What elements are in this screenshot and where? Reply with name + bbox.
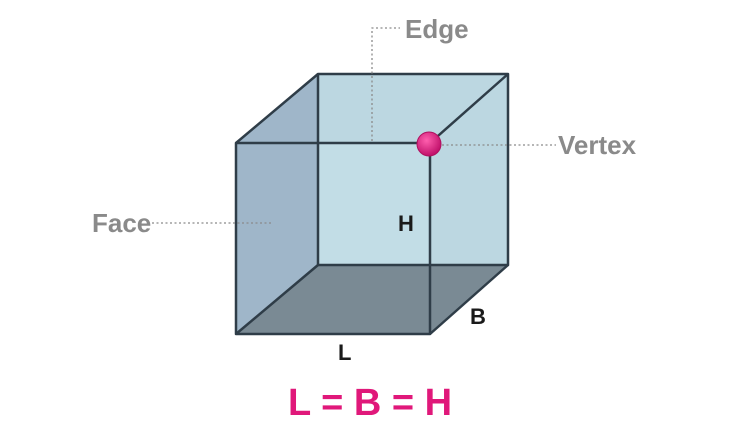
equality-formula: L = B = H <box>288 382 452 424</box>
breadth-label: B <box>470 304 486 329</box>
bottom-face <box>236 265 508 334</box>
cube-edges <box>234 72 510 336</box>
vertex-marker <box>416 131 442 157</box>
face-label: Face <box>92 208 151 238</box>
edge-top-left <box>235 73 319 144</box>
leader-lines <box>152 27 556 224</box>
cube-faces <box>236 74 508 334</box>
height-label: H <box>398 211 414 236</box>
length-label: L <box>338 340 351 365</box>
edge-bottom-right <box>429 264 509 335</box>
edge-leader-line <box>371 27 400 141</box>
edge-label: Edge <box>405 14 469 44</box>
edge-bottom-left <box>235 264 319 335</box>
edge-top-right <box>429 73 509 144</box>
vertex-label: Vertex <box>558 130 637 160</box>
left-face <box>236 74 318 334</box>
